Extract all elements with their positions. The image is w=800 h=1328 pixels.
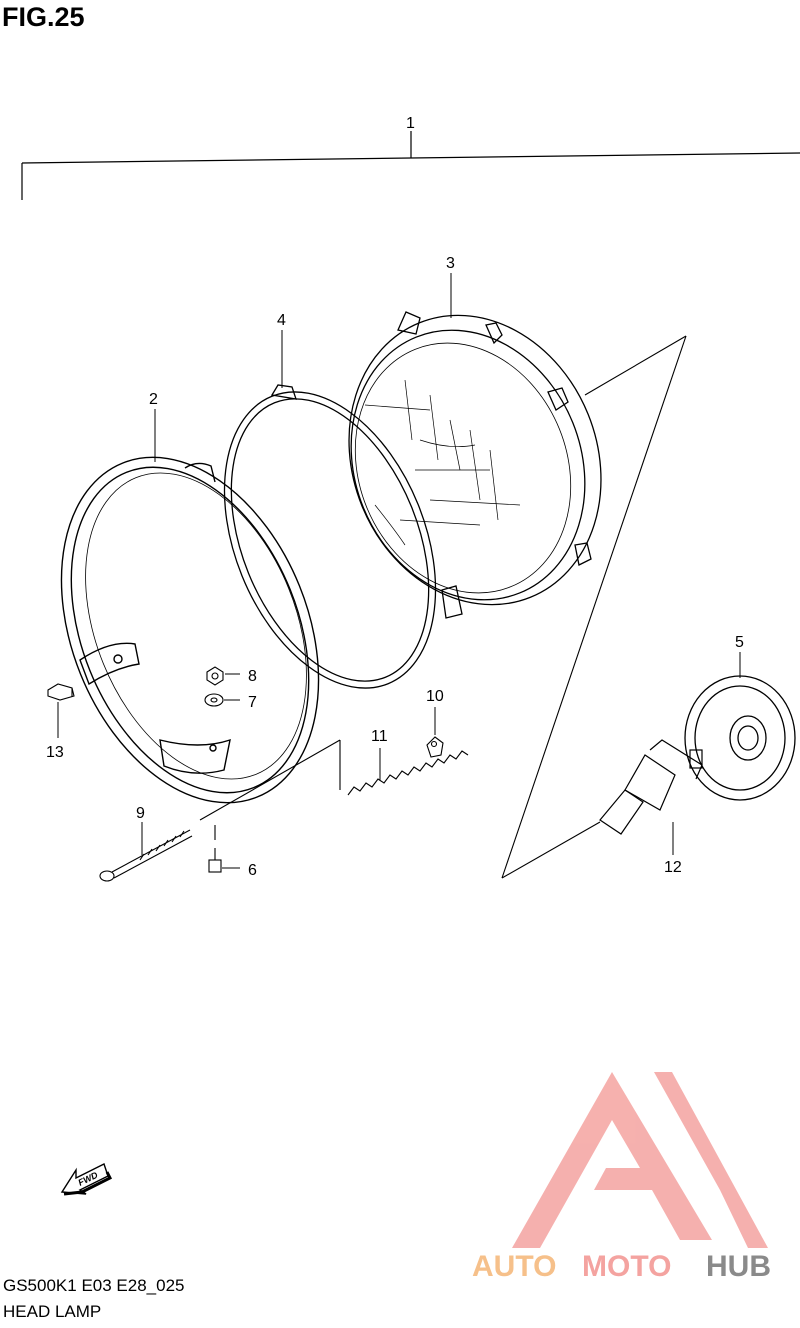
screw-9	[99, 829, 193, 882]
clip-10	[426, 736, 444, 758]
assembly-bracket	[21, 131, 800, 200]
gasket-ring	[223, 384, 463, 689]
phantom-frame-lines	[199, 335, 687, 879]
callout-4: 4	[277, 312, 286, 329]
watermark-hub: HUB	[706, 1250, 771, 1283]
watermark-auto: AUTO	[472, 1250, 556, 1283]
leader-lines	[57, 273, 741, 869]
bolt-13	[47, 683, 75, 701]
watermark-logo-icon	[512, 1072, 768, 1248]
callout-5: 5	[735, 634, 744, 651]
callout-10: 10	[426, 688, 444, 705]
callout-8: 8	[248, 668, 257, 685]
figure-title: FIG.25	[2, 2, 85, 32]
washer-7	[204, 693, 224, 707]
bulb-socket	[684, 675, 796, 801]
watermark-text: AUTO MOTO HUB	[472, 1250, 771, 1283]
headlight-bulb	[599, 739, 703, 835]
headlamp-rim	[60, 456, 320, 804]
callout-12: 12	[664, 859, 682, 876]
part-name: HEAD LAMP	[3, 1302, 102, 1321]
screw-6	[208, 825, 222, 873]
callout-11: 11	[371, 728, 388, 745]
callout-3: 3	[446, 255, 455, 272]
model-code: GS500K1 E03 E28_025	[3, 1276, 185, 1295]
headlamp-unit	[348, 311, 602, 606]
watermark-moto: MOTO	[582, 1250, 671, 1283]
nut-8	[206, 666, 224, 686]
callout-7: 7	[248, 694, 257, 711]
callout-labels: 1 2 3 4 5 6 7 8 9 10 11 12 13	[46, 115, 744, 879]
callout-6: 6	[248, 862, 257, 879]
callout-13: 13	[46, 744, 64, 761]
fwd-arrow-icon: FWD	[60, 1163, 113, 1196]
callout-9: 9	[136, 805, 145, 822]
callout-2: 2	[149, 391, 158, 408]
callout-1: 1	[406, 115, 415, 132]
spring-11	[347, 750, 469, 796]
